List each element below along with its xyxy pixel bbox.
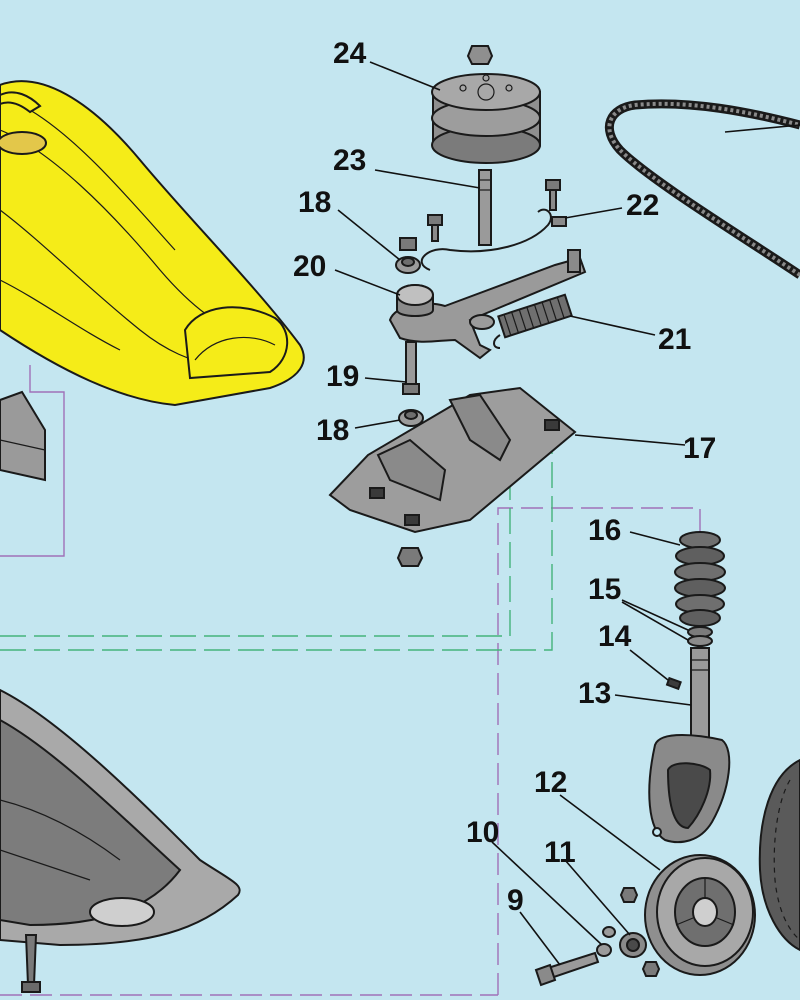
label-17: 17: [683, 432, 716, 465]
assembly-guide-lines: [0, 365, 701, 996]
label-19: 19: [326, 360, 359, 393]
leader-lines: [334, 61, 800, 966]
washers-15: [687, 626, 713, 647]
nut-18-lower: [398, 409, 424, 427]
label-23: 23: [333, 144, 366, 177]
wheel-fork-13: [648, 647, 731, 844]
base-plate-17: [328, 386, 577, 567]
pulley-24: [431, 45, 541, 164]
bolt-9: [534, 951, 600, 987]
label-24: 24: [333, 37, 367, 70]
label-13: 13: [578, 677, 611, 710]
bolts-top: [427, 179, 561, 242]
bolt-19: [402, 341, 420, 395]
label-22: 22: [626, 189, 659, 222]
label-14: 14: [598, 620, 632, 653]
label-9: 9: [507, 884, 524, 917]
label-16: 16: [588, 514, 621, 547]
guide-line-green-a: [0, 392, 511, 637]
left-bracket: [0, 390, 46, 482]
shaft-23: [478, 169, 492, 246]
label-10: 10: [466, 816, 499, 849]
guide-line-purple-top: [0, 365, 65, 557]
label-21: 21: [658, 323, 691, 356]
bearing-11: [619, 887, 661, 977]
wheel-tyre-right: [758, 758, 800, 952]
washer-10: [596, 926, 616, 957]
tension-arm-20: [388, 249, 587, 360]
drive-belt: [604, 99, 800, 279]
pin-14: [665, 676, 682, 691]
nut-18-upper: [395, 237, 421, 274]
label-12: 12: [534, 766, 567, 799]
guide-line-purple-long: [497, 507, 701, 995]
wheel-hub-12: [644, 854, 756, 976]
label-15: 15: [588, 573, 621, 606]
label-18-upper: 18: [298, 186, 331, 219]
part-labels: 24 23 22 21 20 19 18 18 17 16 15 14 13 1…: [293, 37, 716, 917]
spring-21: [493, 293, 573, 349]
label-20: 20: [293, 250, 326, 283]
bellows-16: [674, 531, 726, 627]
label-18-lower: 18: [316, 414, 349, 447]
clip-22: [420, 208, 567, 271]
yellow-housing-cover: [0, 80, 305, 407]
lower-deck: [0, 688, 241, 993]
guide-line-green-b: [0, 432, 553, 651]
label-11: 11: [544, 836, 576, 869]
